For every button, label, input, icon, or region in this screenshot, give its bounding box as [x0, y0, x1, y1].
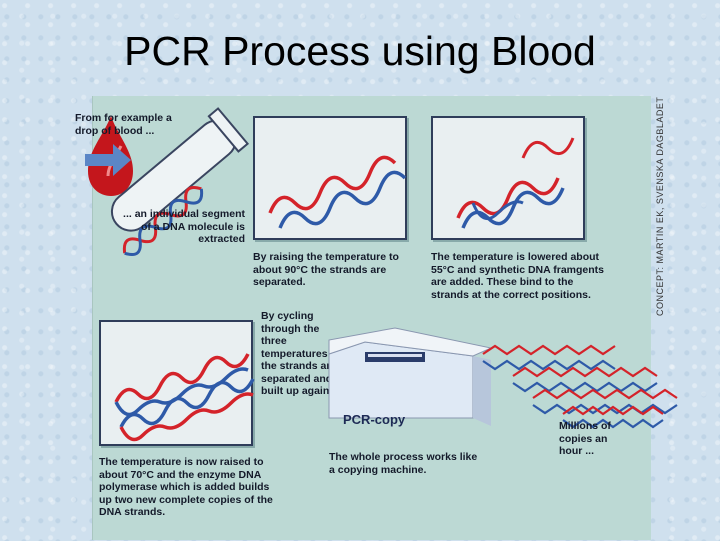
step-lower-text: The temperature is lowered about 55°C an…: [431, 251, 605, 301]
step-drop-text: From for example a drop of blood ...: [75, 112, 172, 137]
separation-box: [253, 116, 407, 240]
dna-extension-icon: [114, 353, 255, 442]
arrow-icon: [85, 144, 131, 176]
credit-text: CONCEPT: MARTIN EK, SVENSKA DAGBLADET: [655, 96, 665, 316]
step-separate-text: By raising the temperature to about 90°C…: [253, 251, 399, 288]
annealing-box: [431, 116, 585, 240]
millions-text: Millions of copies an hour ...: [559, 420, 611, 457]
step-extract-text: ... an individual segment of a DNA molec…: [123, 208, 245, 245]
dna-separated-icon: [268, 155, 407, 229]
test-tube-icon: [110, 107, 250, 257]
slide-title: PCR Process using Blood: [124, 28, 596, 74]
pcr-diagram: From for example a drop of blood ... ...…: [75, 96, 678, 540]
extension-box: [99, 320, 255, 446]
step-raise-text: The temperature is now raised to about 7…: [99, 456, 273, 518]
pcr-machine-icon: [328, 327, 493, 426]
dna-annealing-icon: [456, 137, 575, 229]
dna-copies-icon: [482, 344, 678, 429]
machine-label: PCR-copy: [343, 412, 406, 427]
image-credit: CONCEPT: MARTIN EK, SVENSKA DAGBLADET: [650, 96, 670, 326]
step-cycle-text: By cycling through the three temperature…: [261, 310, 337, 397]
machine-caption: The whole process works like a copying m…: [329, 451, 478, 476]
